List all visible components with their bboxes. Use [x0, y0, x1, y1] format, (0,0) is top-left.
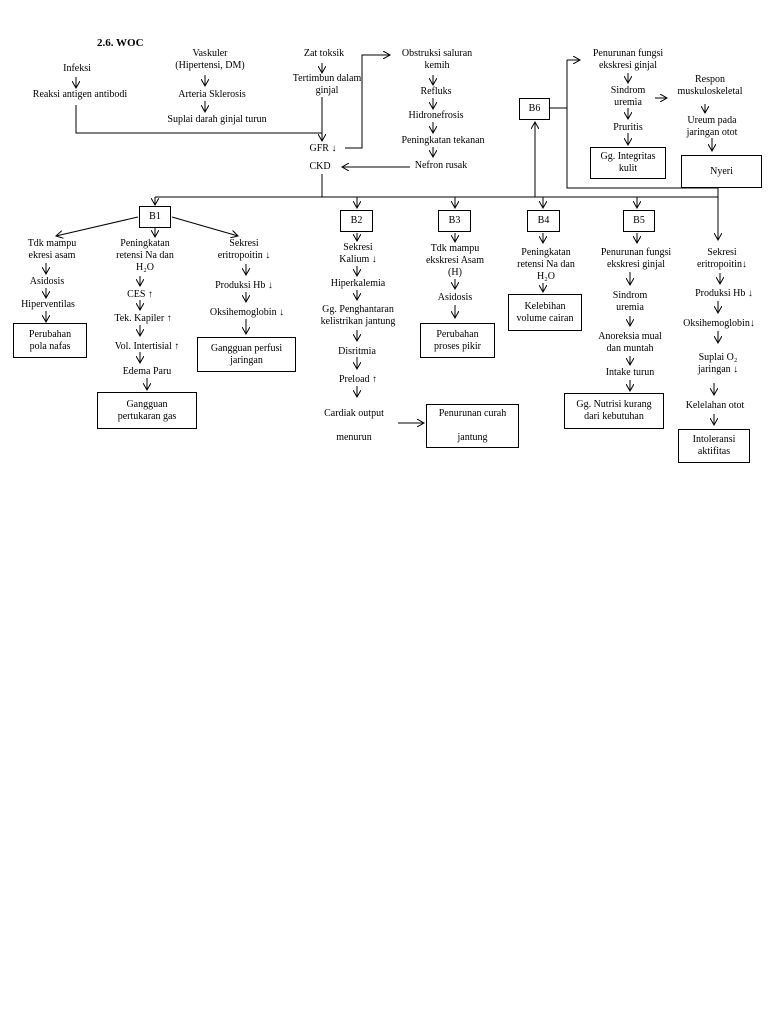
node-gfr: GFR ↓ [309, 143, 337, 154]
node-b5-penurunan-fungsi: Penurunan fungsi ekskresi ginjal [600, 247, 672, 270]
node-b5-intake-turun: Intake turun [605, 367, 655, 378]
node-zat-toksik: Zat toksik [303, 48, 345, 59]
node-vaskuler: Vaskuler (Hipertensi, DM) [175, 48, 245, 71]
node-b2-disritmia: Disritmia [338, 346, 376, 357]
node-b1-tek-kapiler: Tek. Kapiler ↑ [114, 313, 172, 324]
box-b5: B5 [623, 210, 655, 232]
node-b1-peningkatan-retensi: Peningkatan retensi Na dan H₂O [116, 238, 174, 273]
node-b2-sekresi-kalium: Sekresi Kalium ↓ [339, 242, 377, 265]
node-b5-sindrom-uremia: Sindrom uremia [612, 290, 648, 313]
box-gangguan-pertukaran-gas: Gangguan pertukaran gas [97, 392, 197, 429]
box-gg-integritas: Gg. Integritas kulit [590, 147, 666, 179]
node-b1-produksi-hb: Produksi Hb ↓ [215, 280, 273, 291]
node-b1-tdk-mampu: Tdk mampu ekresi asam [27, 238, 77, 261]
node-r-produksi-hb: Produksi Hb ↓ [695, 288, 753, 299]
node-r-suplai-o2: Suplai O₂ jaringan ↓ [697, 352, 739, 375]
box-b1: B1 [139, 206, 171, 228]
box-intoleransi-aktifitas: Intoleransi aktifitas [678, 429, 750, 463]
node-respon: Respon muskuloskeletal [677, 74, 743, 97]
node-pruritis: Pruritis [613, 122, 643, 133]
box-gg-nutrisi: Gg. Nutrisi kurang dari kebutuhan [564, 393, 664, 429]
node-r-oksihemoglobin: Oksihemoglobin↓ [683, 318, 755, 329]
node-b1-ces: CES ↑ [127, 289, 153, 300]
box-gangguan-perfusi: Gangguan perfusi jaringan [197, 337, 296, 372]
node-suplai: Suplai darah ginjal turun [167, 114, 267, 125]
node-b1-sekresi: Sekresi eritropoitin ↓ [217, 238, 271, 261]
node-ckd: CKD [309, 161, 331, 172]
node-hidronefrosis: Hidronefrosis [408, 110, 464, 121]
node-r-sekresi: Sekresi eritropoitin↓ [697, 247, 747, 270]
node-b2-preload: Preload ↑ [338, 374, 378, 385]
node-tertimbun: Tertimbun dalam ginjal [292, 73, 362, 96]
box-b2: B2 [340, 210, 373, 232]
node-nefron: Nefron rusak [414, 160, 468, 171]
node-b4-peningkatan-retensi: Peningkatan retensi Na dan H₂O [517, 247, 575, 282]
box-b6: B6 [519, 98, 550, 120]
node-sindrom-b6: Sindrom uremia [610, 85, 646, 108]
node-arteria: Arteria Sklerosis [178, 89, 246, 100]
diagram-title: 2.6. WOC [97, 37, 144, 49]
node-b1-edema-paru: Edema Paru [122, 366, 172, 377]
box-penurunan-curah-jantung: Penurunan curah jantung [426, 404, 519, 448]
node-b1-oksihemoglobin: Oksihemoglobin ↓ [209, 307, 285, 318]
node-r-kelelahan: Kelelahan otot [685, 400, 745, 411]
node-infeksi: Infeksi [63, 63, 91, 74]
node-b1-vol-intertisial: Vol. Intertisial ↑ [114, 341, 180, 352]
node-ureum: Ureum pada jaringan otot [686, 115, 738, 138]
box-b4: B4 [527, 210, 560, 232]
box-nyeri: Nyeri [681, 155, 762, 188]
box-perubahan-pola-nafas: Perubahan pola nafas [13, 323, 87, 358]
node-b1-hiperventilas: Hiperventilas [21, 299, 75, 310]
node-refluks: Refluks [420, 86, 452, 97]
node-obstruksi: Obstruksi saluran kemih [401, 48, 473, 71]
node-peningkatan-tekanan: Peningkatan tekanan [401, 135, 485, 146]
node-b2-cardiak-output: Cardiak output menurun [324, 408, 384, 443]
node-b1-asidosis: Asidosis [29, 276, 65, 287]
box-b3: B3 [438, 210, 471, 232]
node-b2-hiperkalemia: Hiperkalemia [330, 278, 386, 289]
node-b3-tdk-mampu: Tdk mampu ekskresi Asam (H) [425, 243, 485, 278]
box-perubahan-proses-pikir: Perubahan proses pikir [420, 323, 495, 358]
node-b3-asidosis: Asidosis [437, 292, 473, 303]
node-penurunan-fungsi-b6: Penurunan fungsi ekskresi ginjal [592, 48, 664, 71]
node-reaksi: Reaksi antigen antibodi [32, 89, 128, 100]
node-b2-gg-penghantaran: Gg. Penghantaran kelistrikan jantung [320, 304, 396, 327]
node-b5-anoreksia: Anoreksia mual dan muntah [598, 331, 662, 354]
box-kelebihan-volume-cairan: Kelebihan volume cairan [508, 294, 582, 331]
